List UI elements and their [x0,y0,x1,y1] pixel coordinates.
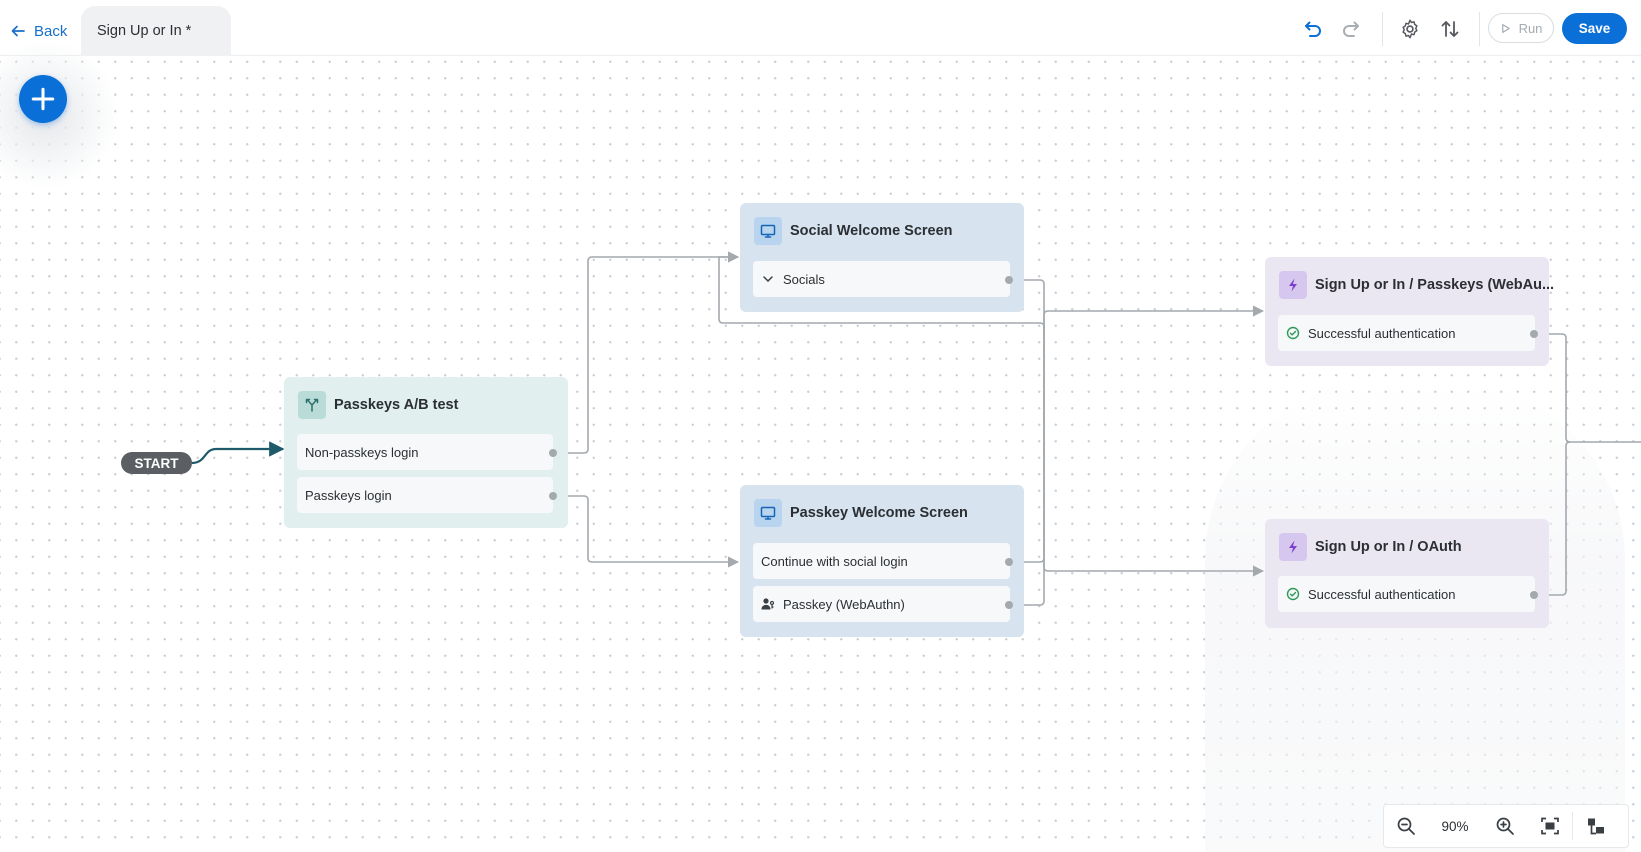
output-label: Successful authentication [1308,325,1456,341]
node-sign-up-or-in-oauth[interactable]: Sign Up or In / OAuth Successful authent… [1265,519,1549,628]
node-header: Passkey Welcome Screen [754,499,968,527]
save-button[interactable]: Save [1562,13,1627,44]
flow-tab-title: Sign Up or In * [97,23,192,39]
settings-button[interactable] [1395,14,1425,44]
back-button[interactable]: Back [10,20,67,42]
zoom-toolbar-divider [1572,812,1573,840]
output-label: Passkeys login [305,487,392,503]
edge-start-to-ab-test [191,441,285,465]
redo-button[interactable] [1337,14,1367,44]
plus-icon [31,87,55,111]
fit-view-button[interactable] [1528,804,1572,848]
output-port[interactable] [1530,330,1538,338]
edge-passkeys-to-passkey-screen [553,495,740,568]
back-label: Back [34,22,68,40]
user-key-icon [761,598,775,610]
node-output-row[interactable]: Successful authentication [1278,315,1535,351]
node-title: Passkey Welcome Screen [790,505,968,521]
node-passkey-welcome-screen[interactable]: Passkey Welcome Screen Continue with soc… [740,485,1024,637]
node-passkeys-ab-test[interactable]: Passkeys A/B test Non-passkeys login Pas… [284,377,568,528]
play-icon [1501,23,1510,33]
chevron-down-icon [763,276,773,282]
output-label: Passkey (WebAuthn) [783,596,905,612]
node-header: Sign Up or In / OAuth [1279,533,1462,561]
output-port[interactable] [1005,601,1013,609]
layout-icon [1587,818,1604,835]
output-port[interactable] [1530,591,1538,599]
node-title: Social Welcome Screen [790,223,953,239]
sort-arrows-icon [1441,21,1459,37]
node-header: Sign Up or In / Passkeys (WebAu... [1279,271,1554,299]
bolt-icon [1279,533,1307,561]
start-node[interactable]: START [121,452,192,474]
screen-icon [754,499,782,527]
output-port[interactable] [1005,276,1013,284]
node-output-row[interactable]: Continue with social login [753,543,1010,579]
node-output-row[interactable]: Non-passkeys login [297,434,553,470]
node-output-row[interactable]: Socials [753,261,1010,297]
node-social-welcome-screen[interactable]: Social Welcome Screen Socials [740,203,1024,312]
redo-icon [1343,21,1359,37]
zoom-in-button[interactable] [1482,804,1528,848]
flow-tab[interactable]: Sign Up or In * [81,6,231,56]
node-output-row[interactable]: Successful authentication [1278,576,1535,612]
node-output-row[interactable]: Passkey (WebAuthn) [753,586,1010,622]
gear-icon [1402,19,1418,39]
output-port[interactable] [549,492,557,500]
zoom-out-icon [1397,817,1415,835]
node-header: Social Welcome Screen [754,217,953,245]
bolt-icon [1279,271,1307,299]
node-sign-up-or-in-passkeys[interactable]: Sign Up or In / Passkeys (WebAu... Succe… [1265,257,1554,366]
run-button[interactable]: Run [1488,13,1554,43]
output-port[interactable] [1005,558,1013,566]
node-header: Passkeys A/B test [298,391,458,419]
zoom-toolbar: 90% [1383,804,1629,848]
output-label: Socials [783,271,825,287]
node-title: Sign Up or In / Passkeys (WebAu... [1315,277,1555,293]
arrow-left-icon [11,25,25,37]
undo-icon [1305,21,1321,37]
zoom-out-button[interactable] [1384,804,1428,848]
output-label: Successful authentication [1308,586,1456,602]
auto-layout-button[interactable] [1573,804,1618,848]
output-label: Non-passkeys login [305,444,419,460]
top-bar: Back Sign Up or In * Run Save [0,0,1641,56]
add-node-button[interactable] [19,75,67,123]
node-title: Passkeys A/B test [334,397,459,413]
node-title: Sign Up or In / OAuth [1315,539,1462,555]
check-circle-icon [1286,326,1300,340]
import-export-button[interactable] [1435,14,1465,44]
split-icon [298,391,326,419]
node-output-row[interactable]: Passkeys login [297,477,553,513]
fit-screen-icon [1541,817,1559,835]
toolbar-divider [1382,12,1383,46]
zoom-level: 90% [1441,818,1469,834]
edge-non-passkeys-to-social [553,251,740,454]
zoom-in-icon [1496,817,1514,835]
undo-button[interactable] [1297,14,1327,44]
screen-icon [754,217,782,245]
output-label: Continue with social login [761,553,908,569]
run-label: Run [1518,20,1543,36]
toolbar-divider [1479,12,1480,46]
output-port[interactable] [549,449,557,457]
check-circle-icon [1286,587,1300,601]
